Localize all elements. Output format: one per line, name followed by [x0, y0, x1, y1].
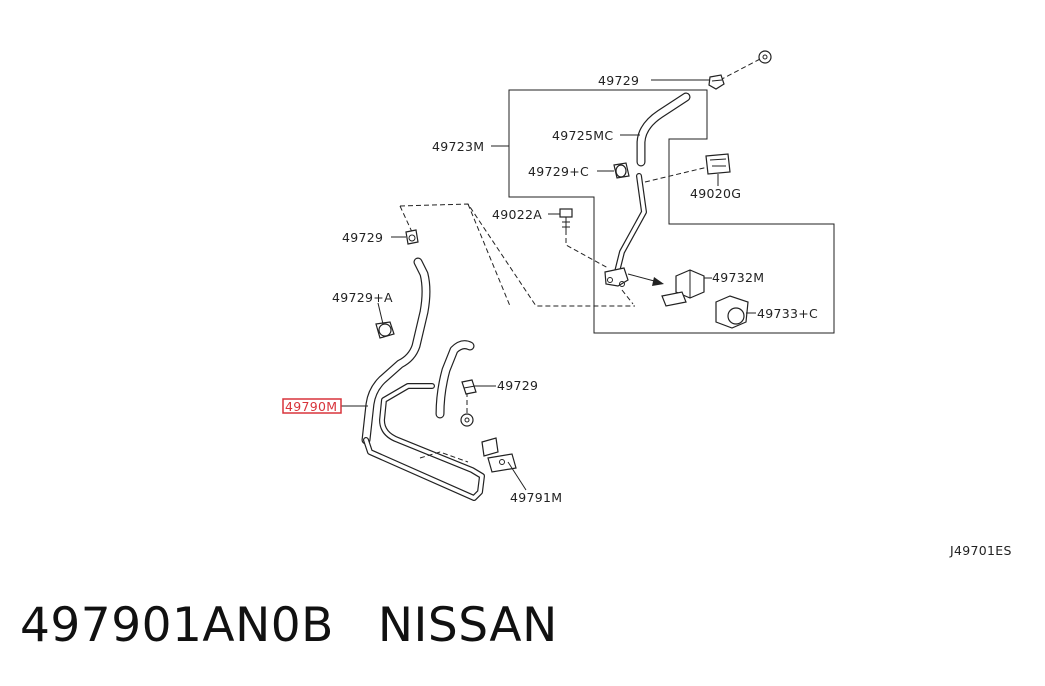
label-49729-top[interactable]: 49729 [598, 73, 639, 88]
dashed-link-outline [399, 203, 635, 307]
label-49729A[interactable]: 49729+A [332, 290, 393, 305]
part-number: 497901AN0B [20, 598, 334, 653]
dashed-bracket-line [644, 165, 713, 183]
dashed-cap-line [719, 57, 763, 81]
leader-49791M [507, 461, 527, 491]
clip-49729A [375, 321, 395, 339]
hose-49725MC [636, 92, 691, 167]
leader-49729A [377, 302, 384, 325]
nut-lower [460, 413, 474, 427]
dashed-inner-loop [419, 451, 469, 463]
label-49022A[interactable]: 49022A [492, 207, 542, 222]
bracket-49791M [481, 437, 517, 473]
label-49732M[interactable]: 49732M [712, 270, 764, 285]
label-49729-mid[interactable]: 49729 [497, 378, 538, 393]
clamp-49729C [613, 162, 630, 179]
clip-cap-49729-top [708, 74, 725, 90]
label-49733C[interactable]: 49733+C [757, 306, 818, 321]
label-49729-left[interactable]: 49729 [342, 230, 383, 245]
tube-49790M-lower [363, 383, 485, 501]
clip-49729-left [405, 229, 419, 245]
washer-top [758, 50, 772, 64]
hose-49790M-main [361, 257, 431, 445]
arrow-to-49732M [627, 273, 664, 286]
label-49020G[interactable]: 49020G [690, 186, 741, 201]
assembly-outline-49723M [508, 89, 835, 334]
parts-diagram: 49729 49723M 49725MC 49729+C 49020G 4902… [282, 50, 1012, 558]
insulator-49733C [715, 295, 749, 329]
highlight-box-49790M [282, 398, 342, 414]
clip-49729-mid [461, 379, 477, 395]
hose-49790M-return [435, 340, 475, 419]
mount-49732M [661, 269, 705, 307]
figure-code: J49701ES [949, 543, 1012, 558]
bolt-49022A [559, 208, 573, 232]
part-caption: 497901AN0B NISSAN [20, 598, 558, 653]
dashed-link-left [399, 205, 413, 233]
dashed-link-upper [467, 203, 511, 307]
label-49723M[interactable]: 49723M [432, 139, 484, 154]
label-49729C[interactable]: 49729+C [528, 164, 589, 179]
bracket-clip-upper [604, 267, 629, 287]
brand-name: NISSAN [377, 598, 558, 653]
label-49725MC[interactable]: 49725MC [552, 128, 613, 143]
dashed-clip-line [621, 289, 634, 305]
dashed-bolt-line [565, 222, 609, 269]
label-49791M[interactable]: 49791M [510, 490, 562, 505]
label-49790M[interactable]: 49790M [285, 399, 337, 414]
tube-upper-49723M [614, 173, 647, 275]
bracket-49020G [705, 153, 731, 175]
